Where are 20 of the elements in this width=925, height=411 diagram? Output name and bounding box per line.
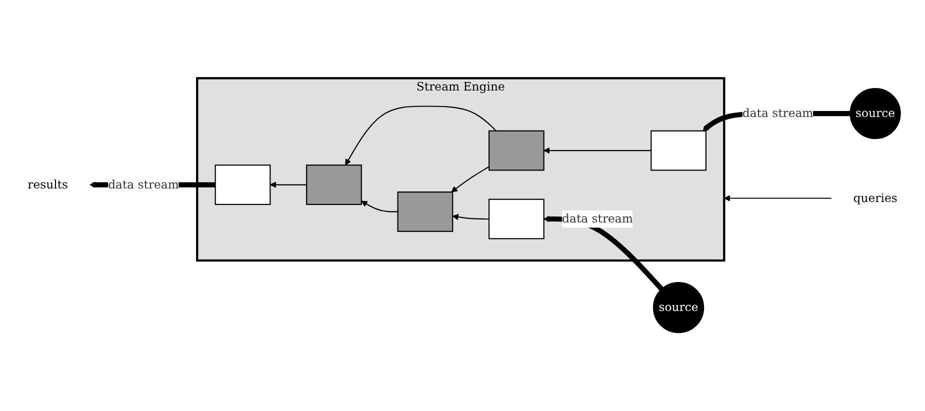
arrow <box>724 195 832 202</box>
edge-label: data stream <box>562 212 633 226</box>
arrow <box>452 214 490 220</box>
node-box <box>306 164 362 205</box>
arrow <box>361 200 398 212</box>
node-box <box>488 130 544 171</box>
arrow <box>451 166 490 192</box>
edge-label: data stream <box>742 106 814 120</box>
arrow <box>544 147 652 154</box>
node-text: results <box>28 177 68 192</box>
node-box <box>650 130 706 171</box>
node-box <box>214 164 271 205</box>
node-box <box>488 198 544 240</box>
edge-label: data stream <box>108 177 179 192</box>
node-text: queries <box>853 190 898 205</box>
node-circle: source <box>652 282 704 334</box>
arrow <box>270 182 307 188</box>
arrow <box>345 106 497 166</box>
node-box <box>397 192 454 232</box>
node-circle: source <box>850 88 901 140</box>
